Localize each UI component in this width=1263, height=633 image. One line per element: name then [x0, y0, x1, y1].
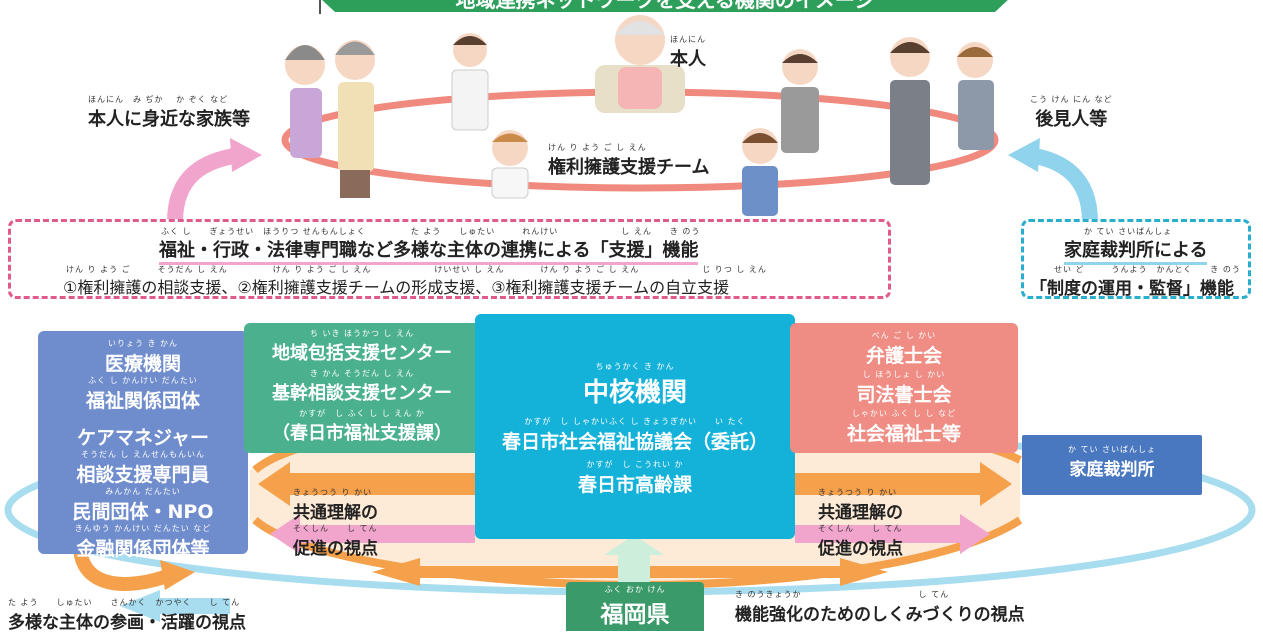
community-support-center-box: ち いき ほうかつ し えん 地域包括支援センター き かん そうだん し えん… — [244, 323, 480, 453]
court-function-box: か てい さいばんしょ 家庭裁判所による せい ど うんよう かんとく き のう… — [1021, 219, 1251, 299]
function-strengthening-label: き のうきょうか し てん 機能強化のためのしくみづくりの視点 — [735, 590, 1025, 625]
banner-title: 地域連携ネットワークを支える機関のイメージ — [455, 0, 875, 12]
fukuoka-prefecture-box: ふく おか けん 福岡県 — [566, 582, 704, 631]
staff-illustration — [742, 128, 778, 216]
family-illustration — [285, 40, 375, 198]
common-understanding-left: きょうつう り かい 共通理解の そくしん し てん 促進の視点 — [293, 488, 378, 559]
professional-associations-box: べん ご し かい 弁護士会 し ほうしょ し かい 司法書士会 しゃかい ふく… — [790, 323, 1018, 453]
support-title: 福祉・行政・法律専門職など多様な主体の連携による「支援」機能 — [159, 236, 699, 265]
person-illustration — [595, 15, 685, 113]
support-items: ①権利擁護の相談支援、②権利擁護支援チームの形成支援、③権利擁護支援チームの自立… — [63, 278, 730, 297]
guardian-label: こう けん にん など 後見人等 — [1030, 95, 1113, 130]
nurse-illustration — [491, 130, 529, 199]
related-organizations-box: いりょう き かん 医療機関 ふく し かんけい だんたい 福祉関係団体 ケアマ… — [38, 331, 248, 560]
honnin-label: ほんにん 本人 — [670, 35, 706, 70]
lawyer-illustration — [781, 49, 819, 153]
guardian-illustration — [890, 37, 994, 185]
support-function-box: ふく し ぎょうせい ほうりつ せんもんしょく た よう しゅたい れんけい し… — [8, 219, 891, 299]
diverse-participation-label: た よう しゅたい さんかく かつやく し てん 多様な主体の参画・活躍の視点 — [8, 598, 246, 633]
family-label: ほんにん み ぢか か ぞく など 本人に身近な家族等 — [88, 95, 250, 130]
core-institution-box: ちゅうかく き かん 中核機関 かすが し しゃかいふく し きょうぎかい い … — [475, 314, 795, 539]
common-understanding-right: きょうつう り かい 共通理解の そくしん し てん 促進の視点 — [818, 488, 903, 559]
family-court-box: か てい さいばんしょ 家庭裁判所 — [1022, 435, 1202, 495]
banner-ribbon — [322, 0, 1008, 12]
doctor-illustration — [451, 33, 489, 131]
team-label: けん り よう ご し えん 権利擁護支援チーム — [548, 143, 710, 178]
